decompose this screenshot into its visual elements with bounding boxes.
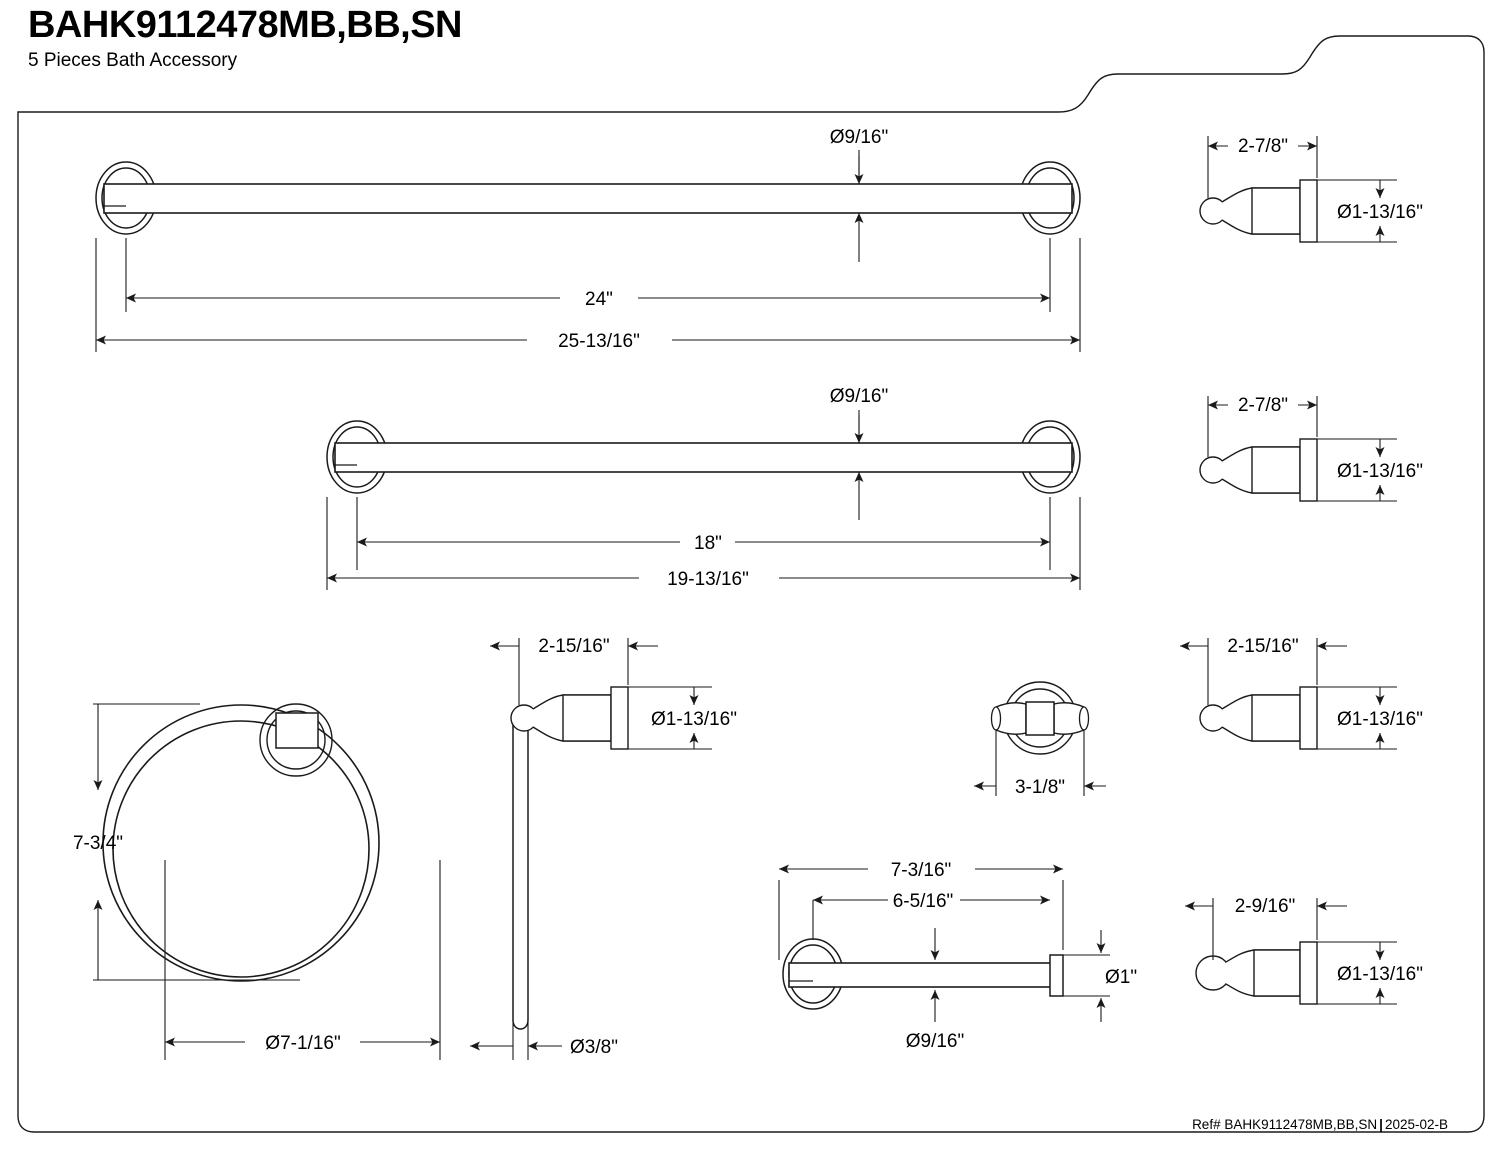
mount-wall-collar <box>1299 179 1318 243</box>
view-towel-ring-side: 2-15/16" Ø1-13/16" Ø3/8" <box>470 636 737 1060</box>
title-block: BAHK9112478MB,BB,SN 5 Pieces Bath Access… <box>28 4 463 72</box>
footer-ref-label: Ref# BAHK9112478MB,BB,SN <box>1192 1117 1378 1132</box>
view-robe-hook: 3-1/8" <box>974 681 1106 798</box>
view-paper-holder: 7-3/16" 6-5/16" Ø9/16" Ø1" <box>778 860 1137 1052</box>
ring-side-body <box>562 694 612 742</box>
ring-stock-side-profile <box>512 711 529 1030</box>
dim-robe-hook-width: 3-1/8" <box>1015 777 1065 798</box>
robe-hook-tip-right <box>1078 706 1090 731</box>
robe-side-body <box>1251 694 1301 742</box>
dim-ring-side-base-diameter: Ø1-13/16" <box>651 709 737 730</box>
view-towel-ring: 7-3/4" Ø7-1/16" <box>73 703 441 1060</box>
dim-mount-projection-18: 2-7/8" <box>1238 395 1288 416</box>
robe-side-wall-collar <box>1299 686 1318 750</box>
dim-ring-side-projection: 2-15/16" <box>538 636 609 657</box>
towel-bar-18-rod <box>334 442 1073 473</box>
page-subtitle: 5 Pieces Bath Accessory <box>28 49 238 71</box>
tp-side-wall-collar <box>1299 941 1318 1005</box>
robe-hook-tip-left <box>990 706 1002 731</box>
dim-ring-diameter: Ø7-1/16" <box>265 1033 340 1054</box>
dim-center-to-center-18: 18" <box>694 533 722 554</box>
dim-tp-overall-length: 7-3/16" <box>891 860 952 881</box>
view-robe-hook-side: 2-15/16" Ø1-13/16" <box>1180 636 1423 750</box>
dim-robe-side-base-diameter: Ø1-13/16" <box>1337 709 1423 730</box>
mount18-wall-collar <box>1299 438 1318 502</box>
towel-ring-inner <box>112 720 370 978</box>
view-towel-bar-24: Ø9/16" 24" 25-13/16" <box>95 127 1081 352</box>
view-towel-bar-24-mount: 2-7/8" Ø1-13/16" <box>1199 136 1423 243</box>
ring-bracket-block <box>275 712 319 749</box>
dim-tp-end-cap-diameter: Ø1" <box>1105 967 1137 988</box>
mount-body <box>1251 187 1301 235</box>
view-towel-bar-18-mount: 2-7/8" Ø1-13/16" <box>1199 395 1423 502</box>
dim-mount-base-diameter-18: Ø1-13/16" <box>1337 461 1423 482</box>
dim-mount-base-diameter-24: Ø1-13/16" <box>1337 202 1423 223</box>
dim-overall-length-18: 19-13/16" <box>667 569 749 590</box>
dim-rod-diameter-24: Ø9/16" <box>830 127 889 148</box>
footer-separator: | <box>1379 1117 1383 1132</box>
tp-end-cap <box>1049 954 1064 997</box>
dim-rod-diameter-18: Ø9/16" <box>830 386 889 407</box>
dim-ring-overall-height: 7-3/4" <box>73 833 123 854</box>
dim-tp-side-base-diameter: Ø1-13/16" <box>1337 964 1423 985</box>
tp-holder-rod <box>788 962 1055 988</box>
view-paper-holder-side: 2-9/16" Ø1-13/16" <box>1185 896 1423 1005</box>
page-title: BAHK9112478MB,BB,SN <box>28 4 463 46</box>
dim-center-to-center-24: 24" <box>585 289 613 310</box>
ring-side-wall-collar <box>610 686 629 750</box>
towel-bar-rod <box>103 183 1073 214</box>
dim-overall-length-24: 25-13/16" <box>558 331 640 352</box>
ring-rosette-outer <box>259 703 333 777</box>
tp-side-ball-finial <box>1195 955 1231 991</box>
dim-tp-rod-diameter: Ø9/16" <box>906 1031 965 1052</box>
dim-tp-bar-length: 6-5/16" <box>893 891 954 912</box>
dim-mount-projection-24: 2-7/8" <box>1238 136 1288 157</box>
dim-ring-stock-diameter: Ø3/8" <box>570 1037 618 1058</box>
tp-side-body <box>1253 949 1301 997</box>
sheet-border <box>17 35 1485 1133</box>
dim-tp-side-projection: 2-9/16" <box>1235 896 1296 917</box>
robe-hook-center-block <box>1025 701 1055 736</box>
ring-rosette-inner <box>266 710 326 770</box>
view-towel-bar-18: Ø9/16" 18" 19-13/16" <box>326 386 1081 590</box>
towel-ring-outer <box>102 704 380 982</box>
dim-robe-side-projection: 2-15/16" <box>1227 636 1298 657</box>
footer-revision: 2025-02-B <box>1384 1117 1448 1132</box>
mount18-body <box>1251 446 1301 494</box>
footer-reference: Ref# BAHK9112478MB,BB,SN|2025-02-B <box>1192 1117 1448 1132</box>
